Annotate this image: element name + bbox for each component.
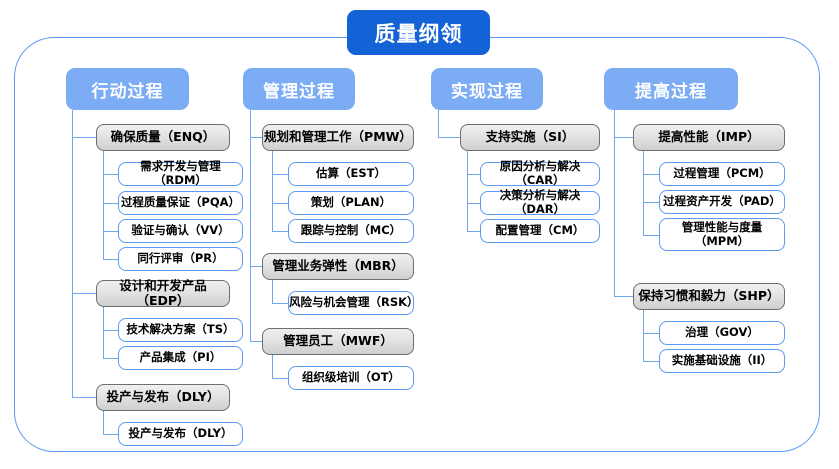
- node-mbr[interactable]: 管理业务弹性（MBR）: [262, 253, 414, 280]
- connector-stub-plan: [272, 203, 288, 205]
- node-rdm[interactable]: 需求开发与管理（RDM）: [118, 159, 243, 187]
- node-si[interactable]: 支持实施（SI）: [460, 124, 600, 151]
- node-pqa[interactable]: 过程质量保证（PQA）: [118, 191, 243, 215]
- node-cm[interactable]: 配置管理（CM）: [480, 219, 600, 243]
- connector-trunk-col4: [614, 110, 616, 297]
- connector-trunk-enq: [103, 151, 105, 259]
- column-header-action-process[interactable]: 行动过程: [66, 68, 189, 110]
- connector-stub-mc: [272, 231, 288, 233]
- node-gov[interactable]: 治理（GOV）: [659, 321, 785, 345]
- connector-stub-pcm: [643, 174, 659, 176]
- node-pcm[interactable]: 过程管理（PCM）: [659, 162, 785, 186]
- column-header-management-process[interactable]: 管理过程: [243, 68, 355, 110]
- connector-stub-col2-g2: [250, 266, 262, 268]
- column-header-realization-process[interactable]: 实现过程: [431, 68, 543, 110]
- connector-stub-col2-g1: [250, 137, 262, 139]
- node-pmw[interactable]: 规划和管理工作（PMW）: [262, 124, 414, 151]
- node-dly[interactable]: 投产与发布（DLY）: [118, 422, 243, 446]
- node-car[interactable]: 原因分析与解决（CAR）: [480, 159, 600, 187]
- connector-stub-rdm: [103, 174, 118, 176]
- node-est[interactable]: 估算（EST）: [288, 162, 414, 186]
- connector-trunk-mbr: [272, 280, 274, 303]
- node-enq[interactable]: 确保质量（ENQ）: [96, 124, 230, 151]
- node-edp[interactable]: 设计和开发产品（EDP）: [96, 278, 230, 307]
- connector-stub-pqa: [103, 203, 118, 205]
- connector-stub-col1-g3: [72, 397, 96, 399]
- node-ot[interactable]: 组织级培训（OT）: [288, 366, 414, 390]
- connector-stub-dar: [467, 203, 480, 205]
- node-ts[interactable]: 技术解决方案（TS）: [118, 318, 243, 342]
- diagram-root-title: 质量纲领: [347, 10, 490, 55]
- node-dly-group[interactable]: 投产与发布（DLY）: [96, 384, 230, 411]
- connector-stub-col4-g1: [614, 137, 633, 139]
- node-pad[interactable]: 过程资产开发（PAD）: [659, 190, 785, 214]
- connector-stub-pr: [103, 259, 118, 261]
- connector-trunk-shp: [643, 310, 645, 361]
- connector-stub-ii: [643, 361, 659, 363]
- node-shp[interactable]: 保持习惯和毅力（SHP）: [633, 283, 785, 310]
- connector-stub-ts: [103, 330, 118, 332]
- connector-stub-pi: [103, 358, 118, 360]
- connector-stub-vv: [103, 231, 118, 233]
- connector-stub-mpm: [643, 235, 659, 237]
- connector-trunk-dly: [103, 411, 105, 434]
- connector-stub-col1-g1: [72, 137, 96, 139]
- connector-trunk-si: [467, 151, 469, 231]
- connector-stub-gov: [643, 333, 659, 335]
- node-pi[interactable]: 产品集成（PI）: [118, 346, 243, 370]
- node-mc[interactable]: 跟踪与控制（MC）: [288, 219, 414, 243]
- node-plan[interactable]: 策划（PLAN）: [288, 191, 414, 215]
- column-header-improvement-process[interactable]: 提高过程: [604, 68, 738, 110]
- connector-trunk-pmw: [272, 151, 274, 231]
- connector-stub-pad: [643, 202, 659, 204]
- connector-trunk-edp: [103, 307, 105, 358]
- connector-stub-dly: [103, 434, 118, 436]
- connector-trunk-col2: [250, 110, 252, 342]
- connector-stub-ot: [272, 378, 288, 380]
- node-pr[interactable]: 同行评审（PR）: [118, 247, 243, 271]
- connector-stub-car: [467, 174, 480, 176]
- connector-trunk-col3: [438, 110, 440, 138]
- node-ii[interactable]: 实施基础设施（II）: [659, 349, 785, 373]
- node-rsk[interactable]: 风险与机会管理（RSK）: [288, 291, 419, 315]
- connector-stub-col4-g2: [614, 296, 633, 298]
- connector-stub-cm: [467, 231, 480, 233]
- node-dar[interactable]: 决策分析与解决（DAR）: [480, 188, 600, 216]
- node-mwf[interactable]: 管理员工（MWF）: [262, 328, 414, 355]
- connector-stub-col3-g1: [438, 137, 460, 139]
- node-imp[interactable]: 提高性能（IMP）: [633, 124, 785, 151]
- connector-stub-rsk: [272, 303, 288, 305]
- node-mpm[interactable]: 管理性能与度量（MPM）: [659, 218, 785, 251]
- connector-trunk-col1: [72, 110, 74, 398]
- connector-trunk-imp: [643, 151, 645, 235]
- node-vv[interactable]: 验证与确认（VV）: [118, 219, 243, 243]
- connector-stub-col2-g3: [250, 341, 262, 343]
- connector-stub-est: [272, 174, 288, 176]
- connector-stub-col1-g2: [72, 293, 96, 295]
- connector-trunk-mwf: [272, 355, 274, 378]
